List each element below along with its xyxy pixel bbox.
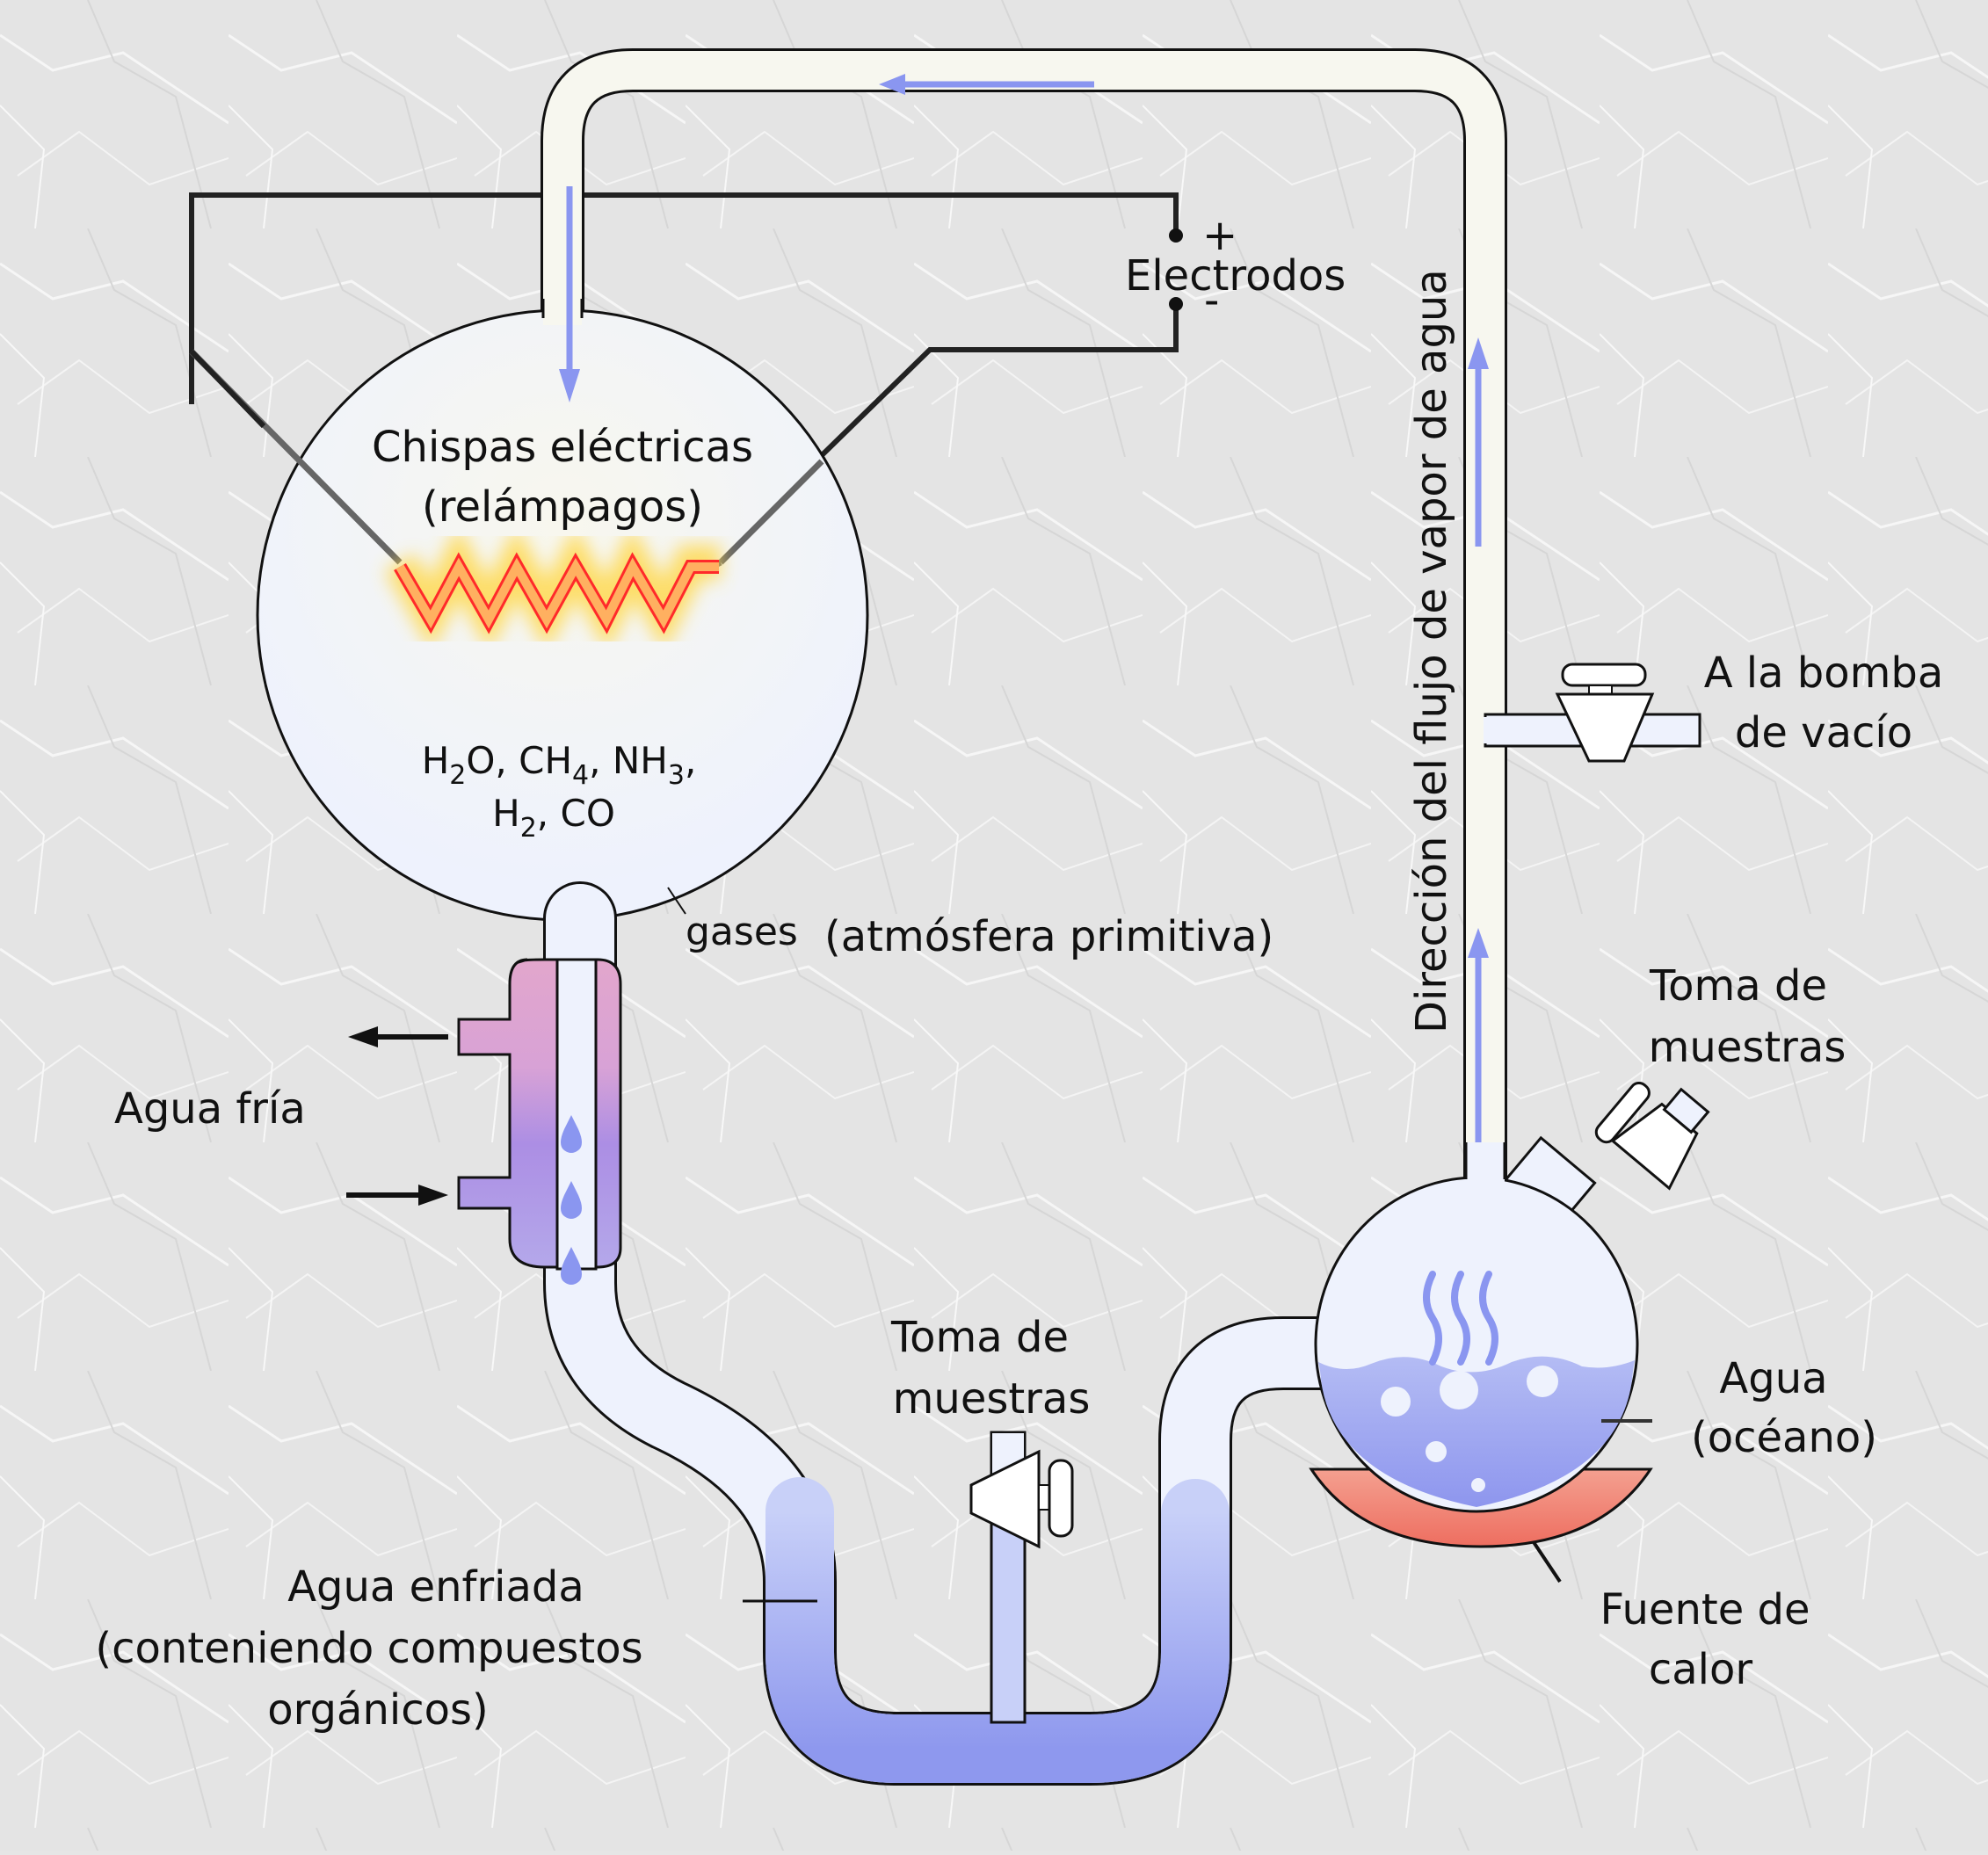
water-drop	[561, 1181, 582, 1219]
heat-label-line1: Fuente de	[1600, 1585, 1810, 1634]
negative-sign: -	[1204, 276, 1219, 325]
ocean-flask	[1314, 1135, 1639, 1513]
steam-wave	[1479, 1271, 1498, 1366]
flow-arrow-down	[559, 186, 580, 402]
cold-water-in-arrow	[346, 1185, 448, 1206]
steam-wave	[1451, 1271, 1470, 1366]
negative-terminal	[1169, 297, 1183, 311]
electric-spark	[384, 525, 721, 653]
flow-arrow-left	[879, 74, 1094, 95]
vacuum-label-line1: A la bomba	[1704, 649, 1944, 698]
top-return-tube	[541, 48, 1507, 1199]
condensation-tube	[543, 881, 1373, 1786]
heat-leader-line	[1532, 1540, 1562, 1583]
sample-left-label-line2: muestras	[893, 1374, 1091, 1424]
electrodes-label: Electrodos	[1125, 251, 1346, 301]
cooled-water-label-line1: Agua enfriada	[287, 1562, 584, 1612]
positive-sign: +	[1202, 211, 1237, 260]
vapor-direction-label: Dirección del flujo de vapor de agua	[1407, 269, 1456, 1033]
steam-wave	[1423, 1271, 1442, 1366]
vacuum-label-line2: de vacío	[1735, 708, 1912, 757]
gases-label: gases	[686, 909, 798, 954]
electrode-rods	[189, 349, 824, 575]
cooled-water-label-line3: orgánicos)	[267, 1685, 488, 1735]
water-drop	[561, 1247, 582, 1285]
positive-terminal	[1169, 228, 1183, 243]
atmosphere-label: (atmósfera primitiva)	[824, 912, 1273, 961]
condenser-jacket	[457, 958, 622, 1285]
flow-arrow-up-2	[1468, 928, 1489, 1142]
flow-arrow-up-1	[1468, 337, 1489, 547]
cold-water-out-arrow	[348, 1026, 448, 1047]
ocean-label-line2: (océano)	[1691, 1413, 1877, 1462]
sample-right-label-line2: muestras	[1649, 1023, 1847, 1072]
gases-formula-line1: H2O, CH4, NH3,	[422, 739, 697, 791]
gases-formula-line2: H2, CO	[492, 792, 615, 844]
sparks-label-line2: (relámpagos)	[422, 482, 703, 532]
vacuum-valve	[1555, 663, 1655, 763]
sample-right-label-line1: Toma de	[1649, 961, 1827, 1011]
cold-water-label: Agua fría	[114, 1084, 306, 1134]
heat-label-line2: calor	[1649, 1645, 1753, 1694]
cooled-water-label-line2: (conteniendo compuestos	[95, 1624, 642, 1673]
sparks-label-line1: Chispas eléctricas	[372, 423, 753, 472]
sample-tap-left	[969, 1431, 1074, 1724]
gases-leader-line	[667, 887, 686, 915]
sample-tap-right	[1594, 1081, 1710, 1191]
ocean-label-line1: Agua	[1719, 1354, 1827, 1403]
water-drop	[561, 1115, 582, 1153]
sample-left-label-line1: Toma de	[890, 1313, 1069, 1362]
